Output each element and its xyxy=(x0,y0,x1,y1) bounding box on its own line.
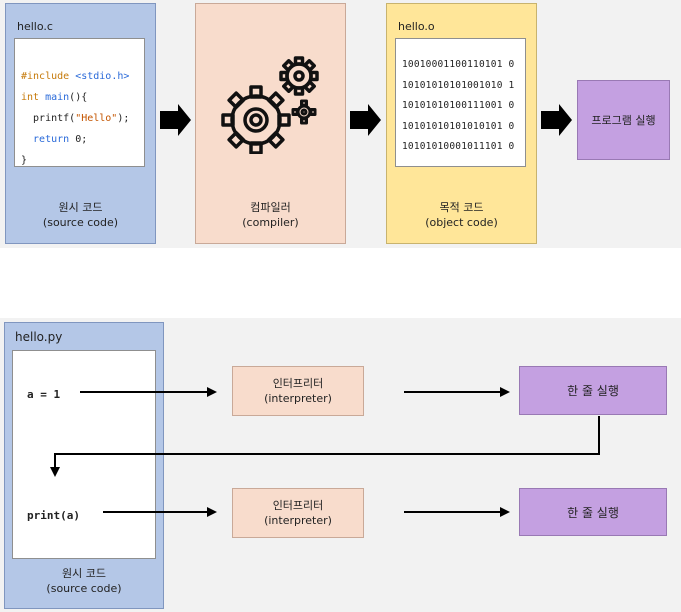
return-arrow-line xyxy=(50,416,600,477)
run-line-box-1: 한 줄 실행 xyxy=(519,366,667,415)
binary-line: 10101010101010101 0 xyxy=(402,120,515,132)
binary-line: 10101010100111001 0 xyxy=(402,100,515,111)
object-filename: hello.o xyxy=(398,20,435,33)
source-caption: 원시 코드 (source code) xyxy=(42,201,119,229)
interpreter-box-1: 인터프리터 (interpreter) xyxy=(232,366,364,416)
gears-icon xyxy=(221,56,319,154)
program-run-box: 프로그램 실행 xyxy=(577,80,670,160)
arrow-right-icon xyxy=(160,104,191,136)
python-filename: hello.py xyxy=(15,330,63,344)
object-caption: 목적 코드 (object code) xyxy=(425,201,498,229)
object-code-box: hello.o 10010001100110101 0 101010101010… xyxy=(386,3,537,244)
arrow-right-icon xyxy=(350,104,381,136)
run-line-label-2: 한 줄 실행 xyxy=(567,505,619,520)
binary-code: 10010001100110101 0 10101010101001010 1 … xyxy=(402,55,514,158)
source-code-box: hello.c #include <stdio.h> int main(){ p… xyxy=(5,3,156,244)
python-source-caption: 원시 코드 (source code) xyxy=(46,567,122,595)
compiler-box: 컴파일러 (compiler) xyxy=(195,3,346,244)
python-line-1: a = 1 xyxy=(27,388,61,401)
python-source-box: hello.py a = 1 print(a) 원시 코드 (source co… xyxy=(4,322,164,609)
binary-line: 10010001100110101 0 xyxy=(402,59,515,70)
compiler-caption: 컴파일러 (compiler) xyxy=(242,201,299,229)
run-line-label-1: 한 줄 실행 xyxy=(567,384,619,398)
binary-line: 10101010101001010 1 xyxy=(402,79,515,91)
run-line-box-2: 한 줄 실행 xyxy=(519,488,667,536)
interpreter-box-2: 인터프리터 (interpreter) xyxy=(232,488,364,538)
object-code-panel: 10010001100110101 0 10101010101001010 1 … xyxy=(395,38,526,167)
source-code-panel: #include <stdio.h> int main(){ printf("H… xyxy=(14,38,145,167)
c-code: #include <stdio.h> int main(){ printf("H… xyxy=(21,71,130,166)
arrow-right-icon xyxy=(541,104,572,136)
source-filename: hello.c xyxy=(17,20,53,33)
binary-line: 10101010001011101 0 xyxy=(402,141,515,152)
program-run-label: 프로그램 실행 xyxy=(591,114,656,127)
python-line-2: print(a) xyxy=(27,509,80,522)
